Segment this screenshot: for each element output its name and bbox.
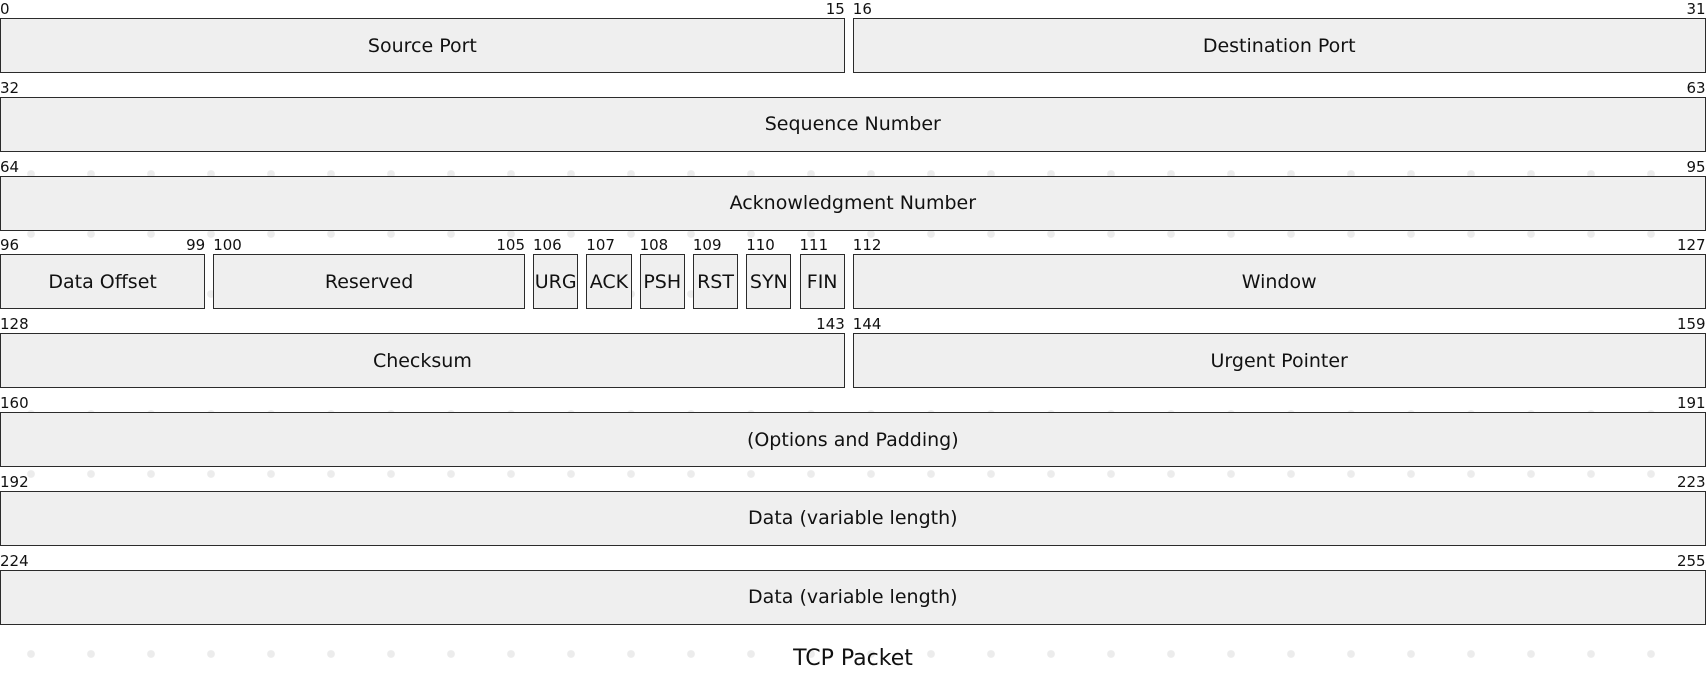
- bit-end-label: 105: [496, 236, 525, 255]
- bit-end-label: 143: [816, 315, 845, 334]
- field-data-offset: Data Offset: [0, 254, 206, 310]
- bit-start-label: 64: [0, 157, 20, 176]
- bit-end-label: 223: [1676, 472, 1706, 491]
- bit-end-label: 15: [825, 0, 845, 18]
- bit-end-label: 95: [1686, 157, 1706, 176]
- field-urg: URG: [533, 254, 579, 310]
- field-syn: SYN: [746, 254, 792, 310]
- bit-start-label: 96: [0, 236, 20, 255]
- field-options-and-padding: (Options and Padding): [0, 412, 1706, 467]
- bit-start-label: 111: [799, 236, 829, 255]
- bit-end-label: 159: [1676, 315, 1706, 334]
- bit-start-label: 106: [533, 236, 562, 255]
- field-checksum: Checksum: [0, 333, 845, 389]
- field-destination-port: Destination Port: [852, 18, 1706, 73]
- field-fin: FIN: [799, 254, 845, 310]
- field-sequence-number: Sequence Number: [0, 96, 1706, 152]
- bit-start-label: 107: [586, 236, 615, 255]
- bit-start-label: 160: [0, 394, 29, 412]
- bit-start-label: 112: [852, 236, 882, 255]
- bit-start-label: 108: [639, 236, 669, 255]
- field-reserved: Reserved: [213, 254, 525, 310]
- bit-end-label: 127: [1676, 236, 1706, 255]
- field-urgent-pointer: Urgent Pointer: [852, 333, 1706, 389]
- bit-start-label: 192: [0, 472, 29, 491]
- field-psh: PSH: [639, 254, 685, 310]
- field-acknowledgment-number: Acknowledgment Number: [0, 175, 1706, 231]
- bit-start-label: 100: [213, 236, 242, 255]
- bit-start-label: 128: [0, 315, 29, 334]
- diagram-caption: TCP Packet: [793, 646, 913, 671]
- bit-end-label: 255: [1676, 551, 1706, 570]
- field-ack: ACK: [586, 254, 632, 310]
- field-window: Window: [852, 254, 1706, 310]
- field-source-port: Source Port: [0, 18, 845, 73]
- bit-end-label: 63: [1686, 78, 1706, 97]
- bit-start-label: 109: [692, 236, 722, 255]
- bit-start-label: 32: [0, 78, 20, 97]
- bit-end-label: 99: [186, 236, 206, 255]
- bit-start-label: 110: [746, 236, 775, 255]
- field-data-variable-length: Data (variable length): [0, 569, 1706, 625]
- bit-start-label: 224: [0, 551, 29, 570]
- bit-start-label: 16: [852, 0, 872, 18]
- bit-start-label: 0: [0, 0, 10, 18]
- bit-end-label: 191: [1676, 394, 1706, 412]
- field-rst: RST: [692, 254, 739, 310]
- field-data-variable-length: Data (variable length): [0, 490, 1706, 546]
- bit-start-label: 144: [852, 315, 882, 334]
- bit-end-label: 31: [1686, 0, 1706, 18]
